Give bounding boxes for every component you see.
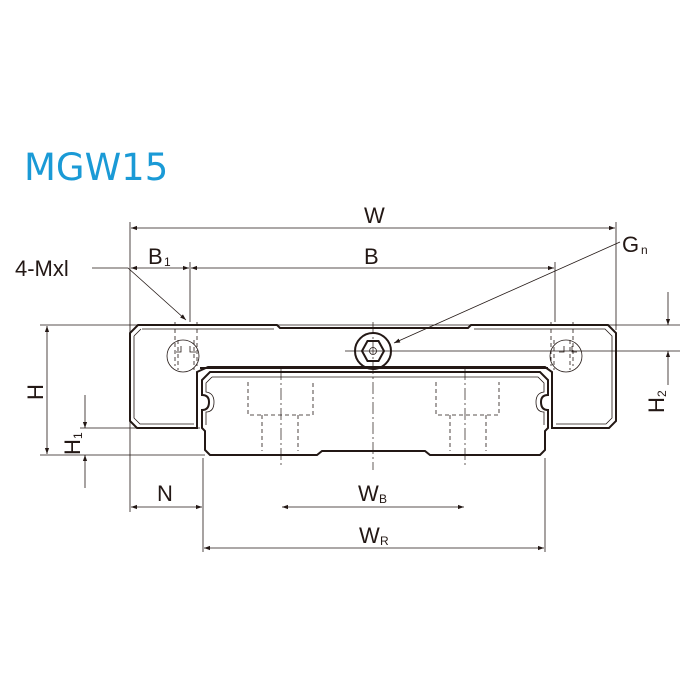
svg-text:H: H	[23, 384, 48, 400]
svg-text:1: 1	[71, 432, 85, 439]
dimension-B: B	[191, 244, 554, 271]
model-title: MGW15	[24, 146, 169, 189]
rail	[201, 368, 549, 468]
dimension-WB: W B	[282, 481, 464, 510]
dimension-WR: W R	[204, 523, 544, 551]
svg-text:4-Mxl: 4-Mxl	[15, 256, 69, 281]
dimension-H2: H 2	[644, 292, 671, 413]
svg-text:G: G	[622, 232, 639, 257]
dimension-H1: H 1	[60, 395, 88, 488]
svg-text:W: W	[364, 203, 385, 228]
svg-text:W: W	[359, 523, 380, 548]
grease-nipple	[345, 322, 680, 470]
svg-text:R: R	[380, 534, 389, 548]
dimension-B1: B 1	[131, 244, 189, 271]
svg-text:n: n	[641, 243, 648, 257]
svg-text:H: H	[60, 439, 85, 455]
dimension-W: W	[131, 203, 615, 231]
svg-text:B: B	[379, 492, 387, 506]
extension-lines	[40, 222, 680, 552]
mounting-holes	[166, 322, 583, 373]
svg-text:2: 2	[655, 390, 669, 397]
svg-text:1: 1	[164, 255, 171, 269]
svg-text:B: B	[148, 244, 163, 269]
grease-nipple-callout: G n	[393, 232, 648, 344]
svg-text:W: W	[358, 481, 379, 506]
dimension-H: H	[23, 326, 50, 454]
svg-text:H: H	[644, 397, 669, 413]
dimension-N: N	[131, 481, 202, 510]
svg-text:B: B	[364, 244, 379, 269]
mount-callout: 4-Mxl	[15, 256, 187, 321]
svg-text:N: N	[157, 481, 173, 506]
